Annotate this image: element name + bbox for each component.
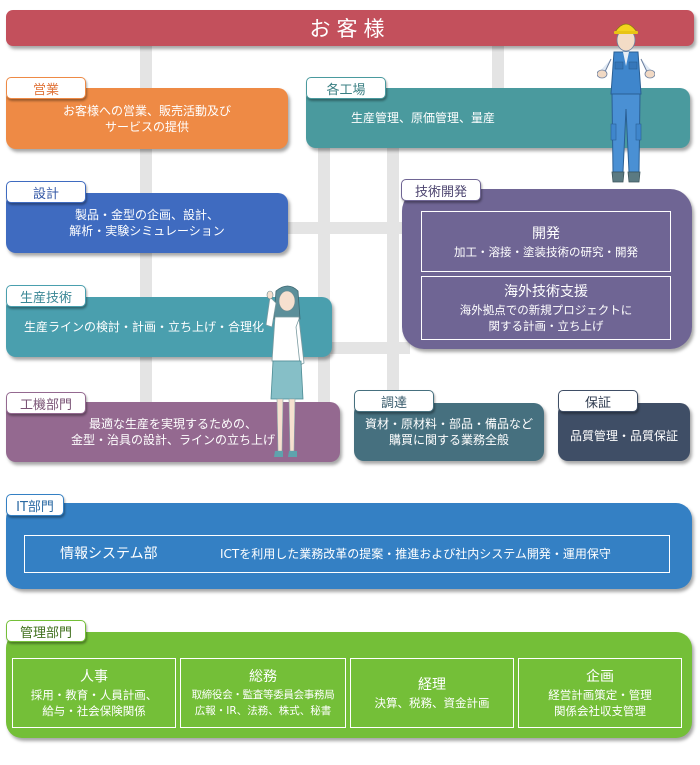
rnd-unit-development-desc: 加工・溶接・塗装技術の研究・開発 xyxy=(454,244,638,259)
connector-line-h2 xyxy=(330,342,410,354)
dept-procurement-desc-1: 資材・原材料・部品・備品など xyxy=(364,417,533,431)
admin-unit-ga-name: 総務 xyxy=(249,669,277,685)
admin-unit-accounting: 経理 決算、税務、資金計画 xyxy=(350,658,514,728)
it-unit-info-systems: 情報システム部 ICTを利用した業務改革の提案・推進および社内システム開発・運用… xyxy=(24,535,670,573)
admin-unit-hr: 人事 採用・教育・人員計画、 給与・社会保険関係 xyxy=(12,658,176,728)
admin-unit-hr-name: 人事 xyxy=(80,669,108,685)
dept-design-label: 設計 xyxy=(6,181,86,203)
dept-rnd-label: 技術開発 xyxy=(401,179,481,201)
admin-unit-accounting-name: 経理 xyxy=(418,677,446,693)
dept-admin-label: 管理部門 xyxy=(6,620,86,642)
dept-machinery-desc-1: 最適な生産を実現するための、 xyxy=(88,417,257,431)
dept-design: 製品・金型の企画、設計、 解析・実験シミュレーション xyxy=(6,193,288,253)
dept-factory-label: 各工場 xyxy=(306,77,386,99)
dept-prod-eng-desc: 生産ラインの検討・計画・立ち上げ・合理化 xyxy=(24,320,265,334)
connector-line-v2 xyxy=(318,140,330,410)
dept-quality: 品質管理・品質保証 xyxy=(558,403,690,461)
admin-unit-hr-desc-2: 給与・社会保険関係 xyxy=(42,704,146,718)
dept-design-desc-2: 解析・実験シミュレーション xyxy=(69,224,225,238)
dept-rnd: 開発 加工・溶接・塗装技術の研究・開発 海外技術支援 海外拠点での新規プロジェク… xyxy=(402,189,692,349)
dept-quality-label: 保証 xyxy=(558,390,638,412)
admin-unit-ga-desc-1: 取締役会・監査等委員会事務局 xyxy=(191,689,335,701)
it-unit-desc: ICTを利用した業務改革の提案・推進および社内システム開発・運用保守 xyxy=(220,547,611,561)
dept-procurement-desc-2: 購買に関する業務全般 xyxy=(388,433,509,447)
admin-unit-planning-desc-1: 経営計画策定・管理 xyxy=(548,688,652,702)
admin-unit-planning-desc-2: 関係会社収支管理 xyxy=(554,704,646,718)
connector-line-h1 xyxy=(280,222,410,234)
admin-unit-hr-desc-1: 採用・教育・人員計画、 xyxy=(30,688,158,702)
dept-admin: 人事 採用・教育・人員計画、 給与・社会保険関係 総務 取締役会・監査等委員会事… xyxy=(6,632,692,738)
rnd-unit-development: 開発 加工・溶接・塗装技術の研究・開発 xyxy=(421,211,671,272)
customer-banner: お客様 xyxy=(6,10,694,46)
dept-sales-desc-2: サービスの提供 xyxy=(104,119,189,134)
dept-sales-desc-1: お客様への営業、販売活動及び xyxy=(62,103,231,118)
dept-sales-label: 営業 xyxy=(6,77,86,99)
dept-procurement: 資材・原材料・部品・備品など 購買に関する業務全般 xyxy=(354,403,544,461)
admin-unit-general-affairs: 総務 取締役会・監査等委員会事務局 広報・IR、法務、株式、秘書 xyxy=(180,658,346,728)
dept-it-label: IT部門 xyxy=(6,494,64,516)
admin-unit-planning-name: 企画 xyxy=(586,669,614,685)
dept-factory-desc: 生産管理、原価管理、量産 xyxy=(350,111,495,125)
rnd-unit-overseas-desc-2: 関する計画・立ち上げ xyxy=(488,319,604,333)
dept-design-desc-1: 製品・金型の企画、設計、 xyxy=(74,208,219,222)
connector-line-v3 xyxy=(387,140,399,410)
dept-prod-eng-label: 生産技術 xyxy=(6,285,86,307)
rnd-unit-overseas-name: 海外技術支援 xyxy=(504,284,588,300)
factory-worker-illustration xyxy=(597,23,655,183)
admin-unit-accounting-desc: 決算、税務、資金計画 xyxy=(374,696,490,710)
dept-quality-desc: 品質管理・品質保証 xyxy=(569,429,678,443)
rnd-unit-overseas-desc-1: 海外拠点での新規プロジェクトに xyxy=(459,303,633,317)
office-woman-illustration xyxy=(265,285,305,457)
rnd-unit-overseas: 海外技術支援 海外拠点での新規プロジェクトに 関する計画・立ち上げ xyxy=(421,276,671,340)
connector-line-v4 xyxy=(492,44,504,94)
dept-procurement-label: 調達 xyxy=(354,390,434,412)
it-unit-name: 情報システム部 xyxy=(60,546,158,562)
dept-machinery-desc-2: 金型・治具の設計、ラインの立ち上げ xyxy=(70,433,275,447)
customer-title: お客様 xyxy=(309,17,391,41)
dept-machinery-label: 工機部門 xyxy=(6,392,86,414)
dept-it: 情報システム部 ICTを利用した業務改革の提案・推進および社内システム開発・運用… xyxy=(6,503,692,589)
admin-unit-ga-desc-2: 広報・IR、法務、株式、秘書 xyxy=(194,705,332,717)
rnd-unit-development-name: 開発 xyxy=(532,225,560,242)
admin-unit-planning: 企画 経営計画策定・管理 関係会社収支管理 xyxy=(518,658,682,728)
